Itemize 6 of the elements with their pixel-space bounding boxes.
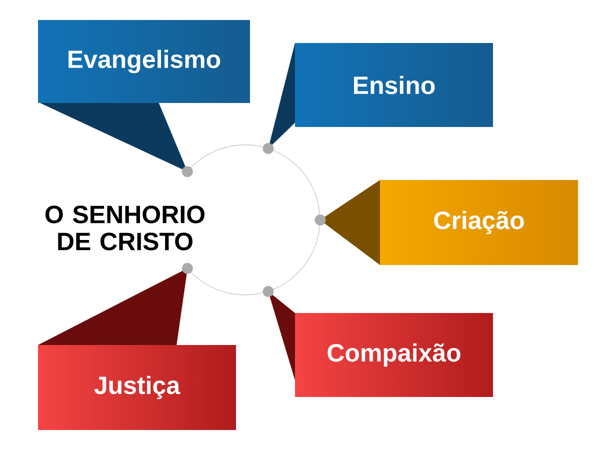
central-label: O SENHORIO DE CRISTO — [45, 206, 204, 250]
callout-box: Criação — [320, 180, 578, 265]
callout-box: Ensino — [268, 43, 493, 149]
callout-box: Justiça — [38, 268, 236, 430]
callout-box: Compaixão — [268, 291, 493, 397]
callout-box: Evangelismo — [38, 20, 250, 172]
